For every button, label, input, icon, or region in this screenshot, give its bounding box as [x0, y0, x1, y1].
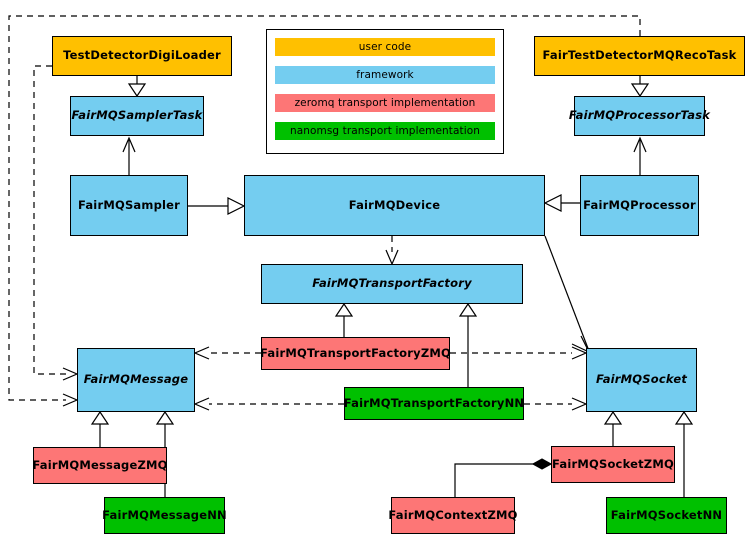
edge-recotask-processortask: [630, 76, 650, 98]
class-node-fairmq-socket-zmq[interactable]: FairMQSocketZMQ: [551, 446, 675, 483]
class-node-fairmq-processor-task[interactable]: FairMQProcessorTask: [569, 96, 710, 136]
legend-item-user-code: user code: [275, 38, 495, 56]
class-node-fairmq-socket-nn[interactable]: FairMQSocketNN: [606, 497, 727, 534]
edge-sampler-device: [188, 197, 246, 215]
edge-digiloader-samplertask: [127, 76, 147, 98]
class-node-fairmq-message-zmq[interactable]: FairMQMessageZMQ: [32, 447, 167, 484]
class-node-fair-test-detector-mq-reco-task[interactable]: FairTestDetectorMQRecoTask: [534, 36, 745, 76]
edge-device-socket: [544, 235, 591, 354]
class-node-fairmq-transport-factory-zmq[interactable]: FairMQTransportFactoryZMQ: [260, 337, 451, 370]
class-node-fairmq-socket[interactable]: FairMQSocket: [586, 348, 697, 412]
edge-socketzmq-socket: [603, 410, 623, 446]
class-node-fairmq-message[interactable]: FairMQMessage: [77, 348, 195, 412]
class-node-fairmq-transport-factory[interactable]: FairMQTransportFactory: [261, 264, 523, 304]
edge-sampler-samplertask: [122, 136, 136, 175]
class-node-fairmq-sampler-task[interactable]: FairMQSamplerTask: [70, 96, 204, 136]
edge-tfnn-socket: [524, 397, 588, 411]
legend-item-nanomsg: nanomsg transport implementation: [275, 122, 495, 140]
edge-socketnn-socket: [674, 410, 694, 497]
edge-tfnn-tf: [458, 302, 478, 387]
class-node-fairmq-sampler[interactable]: FairMQSampler: [70, 175, 188, 236]
arrowhead-open: [62, 367, 79, 407]
edge-tfnn-message: [193, 397, 344, 411]
edge-socketzmq-contextzmq: [454, 458, 553, 497]
edge-digiloader-to-message: [33, 65, 66, 375]
legend: user code framework zeromq transport imp…: [266, 29, 504, 154]
legend-item-zeromq: zeromq transport implementation: [275, 94, 495, 112]
class-node-fairmq-message-nn[interactable]: FairMQMessageNN: [102, 497, 227, 534]
class-node-fairmq-device[interactable]: FairMQDevice: [244, 175, 545, 236]
legend-item-framework: framework: [275, 66, 495, 84]
class-node-test-detector-digi-loader[interactable]: TestDetectorDigiLoader: [52, 36, 232, 76]
class-node-fairmq-processor[interactable]: FairMQProcessor: [580, 175, 699, 236]
edge-messagezmq-message: [90, 410, 110, 447]
class-node-fairmq-transport-factory-nn[interactable]: FairMQTransportFactoryNN: [344, 387, 524, 420]
edge-tfzmq-tf: [334, 302, 354, 337]
edge-tfzmq-socket: [450, 346, 588, 360]
class-node-fairmq-context-zmq[interactable]: FairMQContextZMQ: [388, 497, 517, 534]
edge-processor-processortask: [633, 136, 647, 175]
edge-device-transportfactory: [385, 236, 399, 266]
edge-processor-device: [543, 194, 580, 212]
edge-tfzmq-message: [193, 346, 261, 360]
